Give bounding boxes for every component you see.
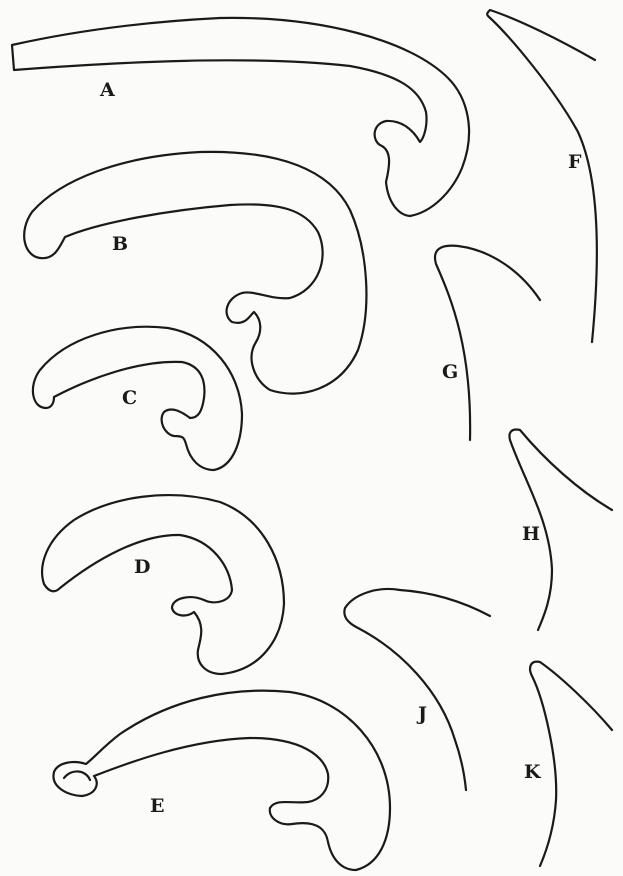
figure-a: A [12, 18, 469, 216]
figure-j-outline [344, 589, 490, 790]
figure-b: B [24, 152, 366, 394]
figure-j: J [344, 589, 490, 790]
figure-f-label: F [568, 151, 582, 173]
figure-k: K [524, 662, 612, 866]
figure-b-label: B [112, 233, 128, 255]
figure-c-outline [33, 327, 242, 470]
figure-a-outline [12, 18, 469, 216]
figure-g-outline [435, 246, 540, 440]
figure-k-outline [530, 662, 612, 866]
figure-h: H [509, 429, 612, 630]
figure-d: D [42, 495, 284, 674]
figure-c: C [33, 327, 242, 470]
figure-f: F [487, 10, 597, 342]
figure-d-label: D [134, 556, 150, 578]
figure-b-outline [24, 152, 366, 394]
figure-j-label: J [416, 703, 427, 725]
figure-e-label: E [150, 795, 164, 817]
figure-f-outline [487, 10, 597, 342]
figure-e: E [53, 691, 390, 870]
figure-a-label: A [99, 79, 115, 101]
figure-g-label: G [442, 361, 458, 383]
figure-e-outline [53, 691, 390, 870]
figure-g: G [435, 246, 540, 440]
figure-c-label: C [122, 387, 137, 409]
figure-d-outline [42, 495, 284, 674]
figure-k-label: K [524, 761, 542, 783]
figure-e-curl [64, 771, 90, 780]
figure-h-label: H [522, 523, 540, 545]
